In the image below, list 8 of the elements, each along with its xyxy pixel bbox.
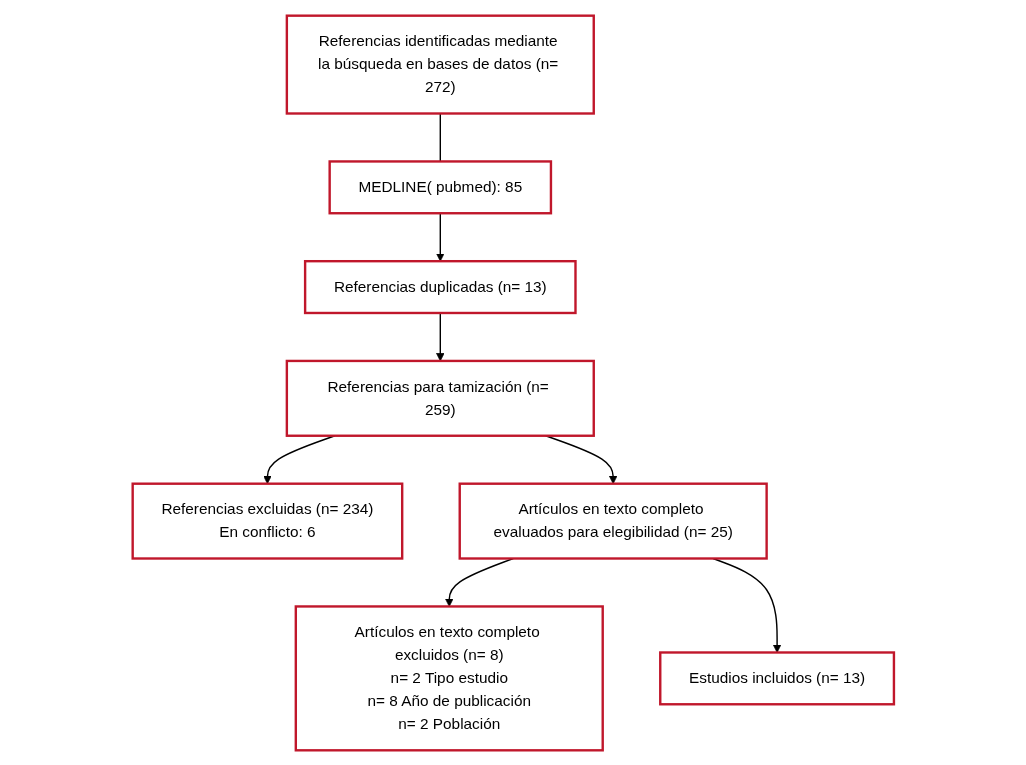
node-box: MEDLINE( pubmed): 85 (328, 159, 552, 214)
node-box: Referencias excluidas (n= 234) En conflicto: 6 (131, 482, 404, 560)
node-box: Referencias para tamización (n= 259) (285, 359, 595, 437)
node-box: Artículos en texto completo evaluados para elegibilidad (n= 25) (458, 482, 768, 560)
node-box: Referencias identificadas mediante la búsqueda en bases de datos (n= 272) (285, 13, 595, 115)
node-box: Estudios incluidos (n= 13) (658, 650, 895, 705)
node-box: Referencias duplicadas (n= 13) (303, 259, 577, 314)
node-box: Artículos en texto completo excluidos (n= 8) n= 2 Tipo estudio n= 8 Año de publicación n= 2 Población (294, 604, 604, 751)
